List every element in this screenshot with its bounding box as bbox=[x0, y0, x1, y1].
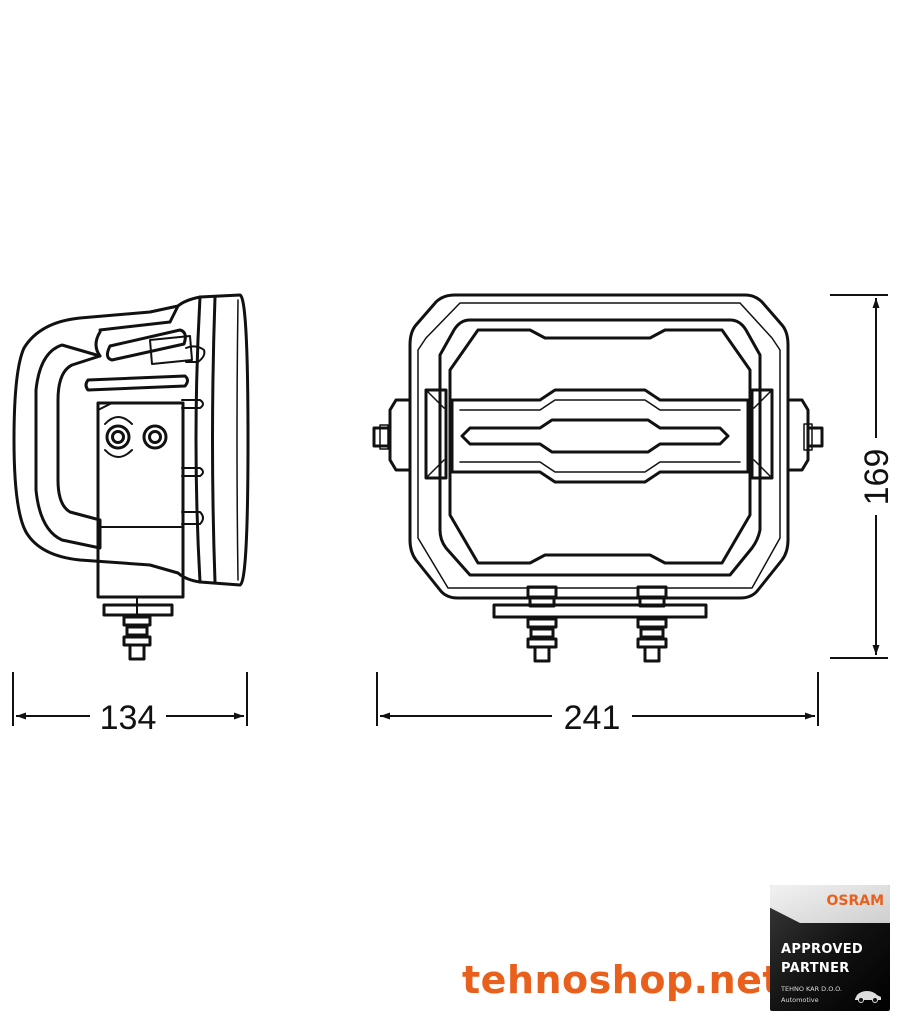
side-bracket-arm bbox=[34, 304, 180, 550]
front-bolt-left bbox=[526, 585, 558, 663]
badge-company: TEHNO KAR D.O.O. bbox=[781, 985, 843, 993]
badge-line2: PARTNER bbox=[781, 961, 850, 976]
side-bolt bbox=[122, 596, 152, 661]
front-frame-inner bbox=[438, 318, 762, 577]
dimension-lines bbox=[12, 294, 888, 726]
dim-height-front: 169 bbox=[858, 449, 896, 506]
right-mount bbox=[786, 398, 810, 472]
side-housing-inner bbox=[194, 295, 202, 584]
front-frame-outer bbox=[408, 293, 790, 600]
front-view bbox=[372, 293, 824, 663]
drl-bar bbox=[450, 388, 750, 484]
watermark-site: tehnoshop.net bbox=[462, 958, 782, 1002]
approved-partner-badge: OSRAM APPROVED PARTNER TEHNO KAR D.O.O. … bbox=[770, 885, 890, 1011]
right-side-block bbox=[750, 388, 774, 480]
drl-light-strip bbox=[460, 418, 730, 454]
car-icon bbox=[855, 991, 881, 1003]
dim-width-side: 134 bbox=[100, 699, 157, 737]
badge-division: Automotive bbox=[781, 996, 819, 1004]
badge-top-band bbox=[770, 885, 890, 923]
connector-a bbox=[105, 424, 131, 450]
left-side-block bbox=[424, 388, 448, 480]
badge-brand-text: OSRAM bbox=[826, 893, 884, 909]
dim-width-front: 241 bbox=[564, 699, 621, 737]
connector-b bbox=[142, 424, 168, 450]
front-bolt-right bbox=[636, 585, 668, 663]
side-mount-plate bbox=[96, 401, 185, 599]
badge-line1: APPROVED bbox=[781, 942, 863, 957]
side-view bbox=[12, 293, 250, 661]
side-housing-outline bbox=[12, 293, 250, 587]
left-mount bbox=[388, 398, 412, 472]
front-mount-plate bbox=[492, 603, 708, 619]
